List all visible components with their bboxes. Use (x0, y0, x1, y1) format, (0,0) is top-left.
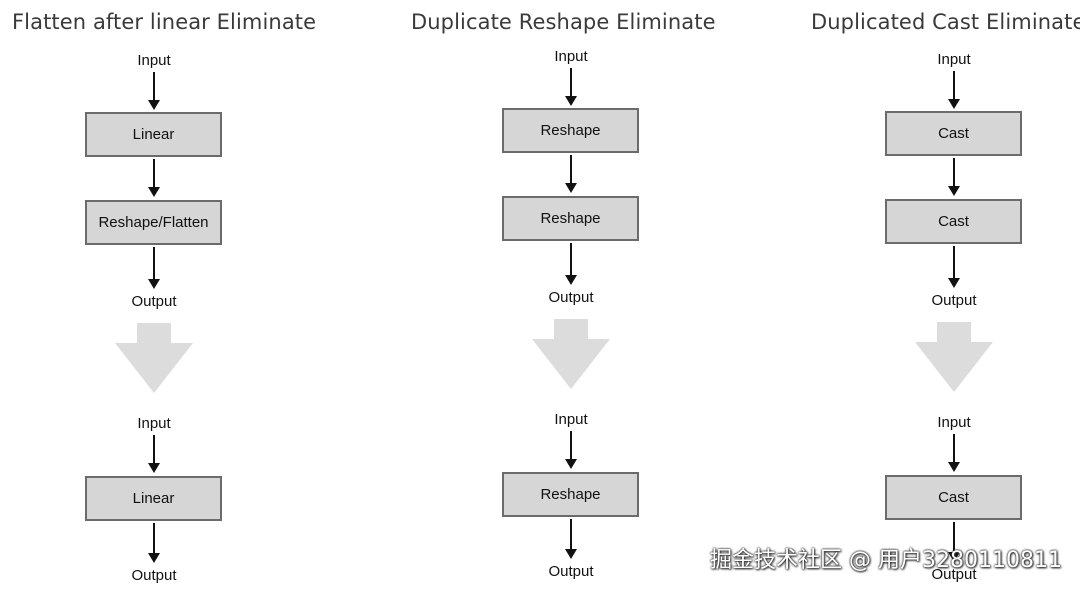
panel-title: Flatten after linear Eliminate (12, 10, 317, 34)
flow-arrow (565, 68, 577, 106)
flow-arrow (565, 243, 577, 285)
flow-arrow (148, 523, 160, 563)
input-label: Input (137, 415, 171, 432)
flow-arrow (565, 155, 577, 193)
panel-title: Duplicated Cast Eliminate (811, 10, 1080, 34)
output-label: Output (131, 293, 177, 310)
operator-node-linear: Linear (85, 476, 222, 521)
panel-duplicate-reshape: Duplicate Reshape Eliminate Input Reshap… (360, 0, 720, 590)
flow-arrow (565, 519, 577, 559)
panel-flatten-after-linear: Flatten after linear Eliminate Input Lin… (0, 0, 360, 590)
flow-arrow (148, 435, 160, 473)
output-label: Output (931, 292, 977, 309)
operator-node-reshape: Reshape (502, 196, 639, 241)
flow-arrow (148, 72, 160, 110)
flow-arrow (148, 159, 160, 197)
flow-arrow (948, 71, 960, 109)
operator-node-reshape: Reshape (502, 472, 639, 517)
output-label: Output (548, 289, 594, 306)
transform-arrow-icon (915, 322, 993, 392)
operator-node-reshape-flatten: Reshape/Flatten (85, 200, 222, 245)
input-label: Input (137, 52, 171, 69)
operator-node-reshape: Reshape (502, 108, 639, 153)
input-label: Input (554, 48, 588, 65)
flow-arrow (948, 522, 960, 562)
flow-arrow (565, 431, 577, 469)
transform-arrow-icon (115, 323, 193, 393)
operator-node-cast: Cast (885, 199, 1022, 244)
input-label: Input (937, 414, 971, 431)
operator-node-cast: Cast (885, 111, 1022, 156)
output-label: Output (931, 566, 977, 583)
watermark: 掘金技术社区 @ 用户3280110811 (710, 548, 1062, 573)
output-label: Output (548, 563, 594, 580)
flow-arrow (948, 158, 960, 196)
flow-arrow (948, 434, 960, 472)
operator-node-linear: Linear (85, 112, 222, 157)
flow-arrow (948, 246, 960, 288)
transform-arrow-icon (532, 319, 610, 389)
input-label: Input (554, 411, 588, 428)
input-label: Input (937, 51, 971, 68)
panel-duplicated-cast: Duplicated Cast Eliminate Input Cast Cas… (720, 0, 1080, 590)
panel-title: Duplicate Reshape Eliminate (411, 10, 716, 34)
operator-node-cast: Cast (885, 475, 1022, 520)
flow-arrow (148, 247, 160, 289)
output-label: Output (131, 567, 177, 584)
